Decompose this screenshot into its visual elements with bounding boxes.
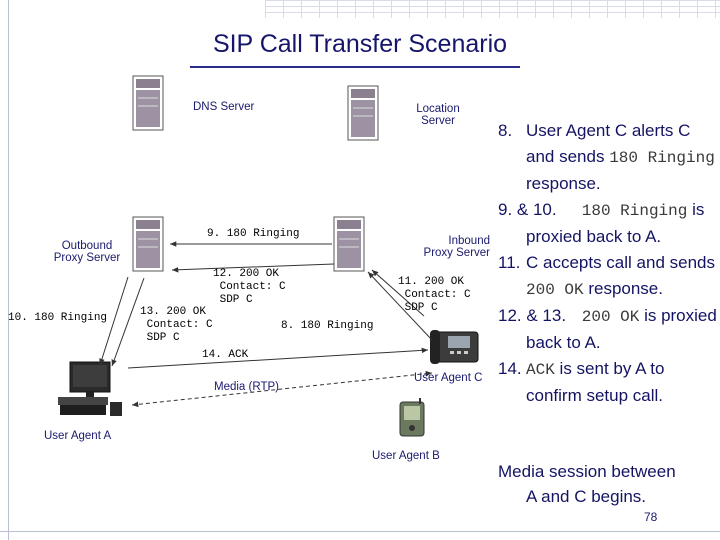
- arrow-13-outbound-to-a: [111, 277, 145, 367]
- arrow-12-inbound-to-outbound: [171, 263, 335, 273]
- ip-phone-icon: [430, 330, 479, 364]
- header-grid-decoration: [265, 0, 720, 18]
- step-note-number: 12. & 13.: [498, 306, 567, 325]
- media-note-line1: Media session between: [498, 462, 676, 481]
- step-note-text: C accepts call and sends 200 OK response…: [526, 253, 715, 299]
- message-10-label: 10. 180 Ringing: [8, 312, 108, 324]
- step-note-number: 11.: [498, 253, 521, 272]
- computer-icon: [58, 361, 122, 416]
- media-note-line2: A and C begins.: [526, 487, 647, 506]
- media-rtp-label: Media (RTP): [214, 381, 279, 393]
- arrow-10-outbound-to-a: [99, 276, 129, 366]
- arrow-8-c-to-inbound: [367, 271, 433, 341]
- step-note: 12. & 13. 200 OK is proxied back to A.: [498, 303, 718, 356]
- message-13-label: 13. 200 OK Contact: C SDP C: [140, 306, 213, 344]
- step-note: 9. & 10. 180 Ringing is proxied back to …: [498, 197, 718, 250]
- media-rtp-line: [131, 370, 433, 408]
- step-note-text: 180 Ringing is proxied back to A.: [526, 200, 705, 246]
- outbound-proxy-server-icon: [132, 216, 164, 272]
- title-underline: [190, 66, 520, 68]
- step-note-number: 9. & 10.: [498, 200, 557, 219]
- message-14-label: 14. ACK: [202, 349, 249, 361]
- step-note: 14.ACK is sent by A to confirm setup cal…: [498, 356, 718, 409]
- step-note-number: 14.: [498, 359, 522, 378]
- step-note-text: 200 OK is proxied back to A.: [526, 306, 717, 352]
- location-server-icon: [347, 85, 379, 141]
- arrow-14-a-to-c: [127, 347, 429, 369]
- slide-title: SIP Call Transfer Scenario: [212, 30, 508, 58]
- bottom-frame-rule: [0, 531, 720, 532]
- message-12-label: 12. 200 OK Contact: C SDP C: [213, 268, 286, 306]
- media-session-note: Media session between A and C begins.: [498, 459, 718, 509]
- message-9-label: 9. 180 Ringing: [207, 228, 300, 240]
- left-frame-bar: [0, 0, 9, 540]
- pda-icon: [399, 398, 425, 437]
- user-agent-c-label: User Agent C: [414, 372, 483, 384]
- dns-server-label: DNS Server: [193, 101, 255, 113]
- user-agent-a-label: User Agent A: [44, 430, 112, 442]
- dns-server-icon: [132, 75, 164, 131]
- step-note: 8. User Agent C alerts C and sends 180 Ri…: [498, 118, 718, 197]
- inbound-proxy-label: Inbound Proxy Server: [423, 235, 490, 259]
- user-agent-b-label: User Agent B: [372, 450, 440, 462]
- step-note: 11. C accepts call and sends 200 OK respo…: [498, 250, 718, 303]
- step-notes: 8. User Agent C alerts C and sends 180 Ri…: [498, 118, 718, 409]
- message-8-label: 8. 180 Ringing: [281, 320, 374, 332]
- outbound-proxy-label: Outbound Proxy Server: [53, 240, 121, 264]
- step-note-number: 8.: [498, 121, 513, 140]
- inbound-proxy-server-icon: [333, 216, 365, 272]
- page-number: 78: [644, 510, 658, 524]
- step-note-text: ACK is sent by A to confirm setup call.: [526, 359, 665, 405]
- message-11-label: 11. 200 OK Contact: C SDP C: [398, 276, 471, 314]
- step-note-text: User Agent C alerts C and sends 180 Ring…: [526, 121, 715, 193]
- location-server-label: Location Server: [416, 103, 460, 127]
- arrow-11-c-to-inbound: [371, 269, 425, 317]
